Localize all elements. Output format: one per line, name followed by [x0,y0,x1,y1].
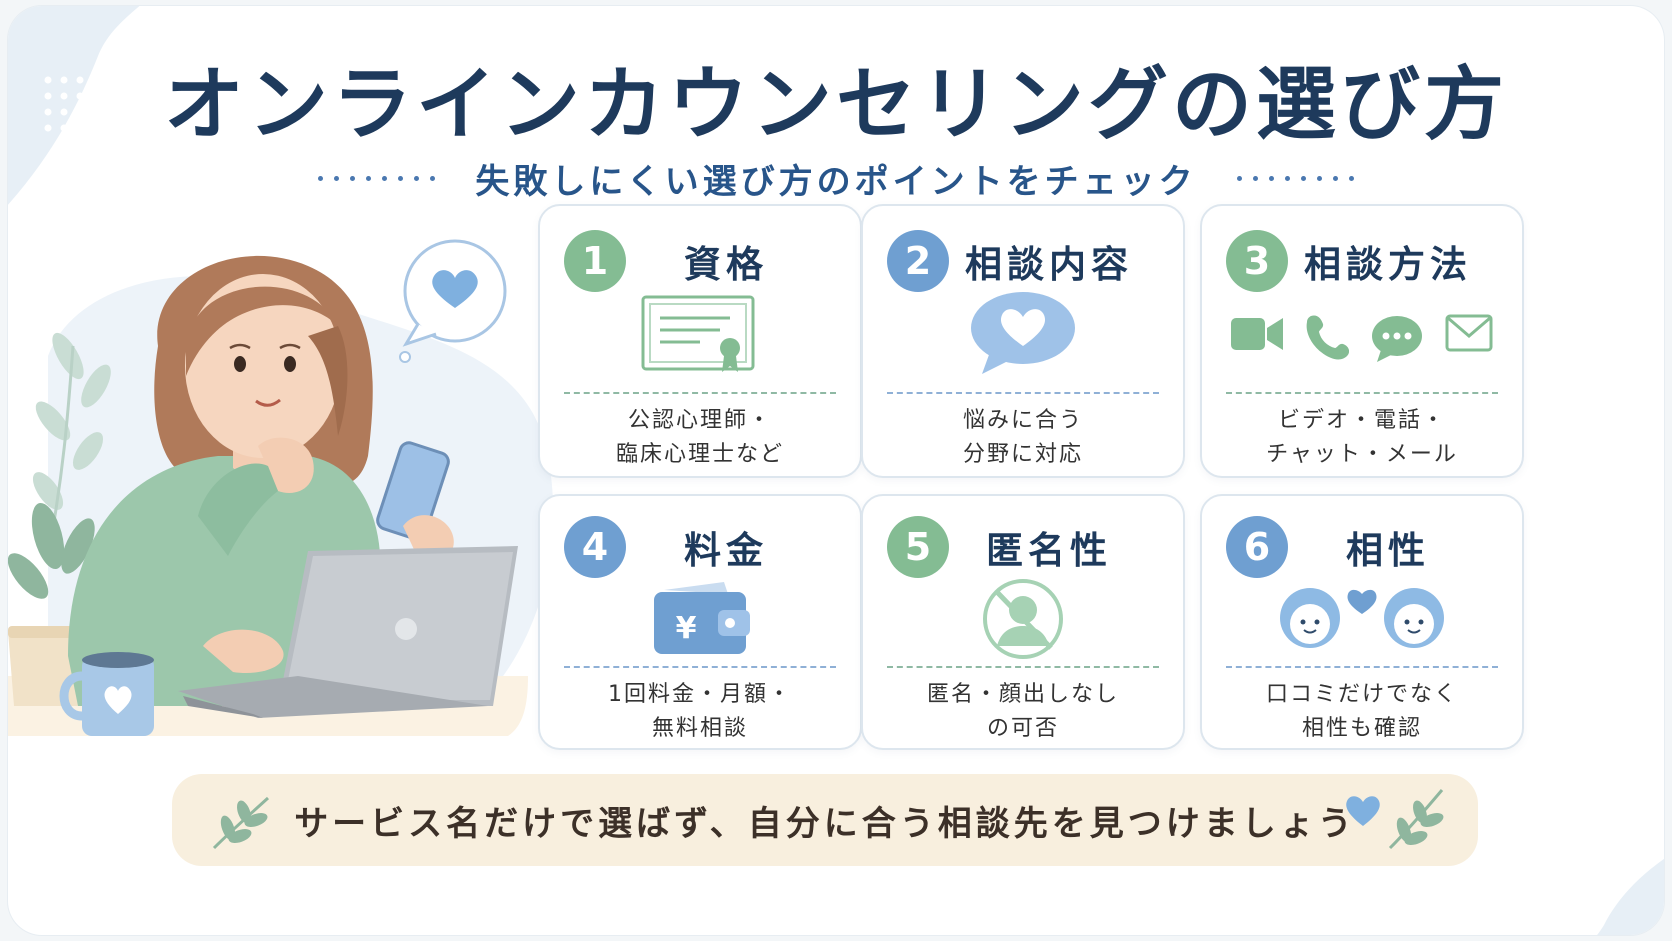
card-title: 相性 [1346,529,1430,572]
anonymous-person-icon [863,578,1183,660]
card-separator [1226,392,1498,394]
page-subtitle: 失敗しにくい選び方のポイントをチェック [475,162,1197,202]
card-description-line: 臨床心理士など [615,442,784,467]
card-header: 1 資格 [564,230,850,292]
card-title: 匿名性 [986,529,1112,572]
card-number-badge: 5 [887,516,949,578]
card-number-badge: 6 [1226,516,1288,578]
yen-wallet-icon: ¥ [540,580,860,656]
phone-icon [1306,315,1349,360]
card-separator [564,392,836,394]
banner-message: サービス名だけで選ばず、自分に合う相談先を見つけましょう [294,803,1356,844]
woman-with-phone-and-laptop-illustration [8,239,554,736]
leaf-sprig-icon [1388,789,1444,850]
point-card-qualification: 1 資格 公認心理師・ 臨床心理士など [538,204,862,478]
card-header: 3 相談方法 [1226,230,1512,292]
heart-speech-bubble-icon [863,290,1183,376]
card-description-line: チャット・メール [1266,442,1458,467]
bottom-banner: サービス名だけで選ばず、自分に合う相談先を見つけましょう [172,774,1478,866]
decorative-blob-top-left [8,6,140,205]
card-number-badge: 3 [1226,230,1288,292]
contact-methods-icons [1202,314,1522,362]
card-description: 悩みに合う 分野に対応 [863,404,1183,472]
card-separator [1226,666,1498,668]
point-card-consultation-method: 3 相談方法 ビデオ・電話・ チャット・メール [1200,204,1524,478]
card-description: 1回料金・月額・ 無料相談 [540,678,860,746]
card-number-badge: 4 [564,516,626,578]
card-title: 料金 [684,529,768,572]
card-header: 5 匿名性 [887,516,1173,578]
page-title: オンラインカウンセリングの選び方 [164,58,1508,151]
card-description: ビデオ・電話・ チャット・メール [1202,404,1522,472]
subtitle-row: 失敗しにくい選び方のポイントをチェック [8,154,1664,203]
card-header: 6 相性 [1226,516,1512,578]
card-number-badge: 1 [564,230,626,292]
decorative-dots [44,76,84,132]
card-description-line: 匿名・顔出しなし [926,682,1119,707]
leaf-sprig-icon [212,796,270,850]
point-card-consultation-topic: 2 相談内容 悩みに合う 分野に対応 [861,204,1185,478]
card-description-line: 分野に対応 [962,442,1083,467]
card-description: 匿名・顔出しなし の可否 [863,678,1183,746]
card-description: 公認心理師・ 臨床心理士など [540,404,860,472]
chat-bubble-icon [1372,316,1422,362]
card-header: 2 相談内容 [887,230,1173,292]
card-description-line: 1回料金・月額・ [608,682,792,707]
card-description-line: 口コミだけでなく [1265,682,1458,707]
card-separator [564,666,836,668]
svg-text:¥: ¥ [676,611,697,646]
point-card-anonymity: 5 匿名性 匿名・顔出しなし の可否 [861,494,1185,750]
card-title: 相談方法 [1304,243,1472,286]
point-card-fee: 4 料金 ¥ 1回料金・月額・ 無料相談 [538,494,862,750]
heart-icon [1346,796,1380,826]
point-card-compatibility: 6 相性 口コミだけでなく 相性も確認 [1200,494,1524,750]
mail-icon [1445,314,1493,352]
card-description-line: 公認心理師・ [627,408,772,433]
decorative-blob-bottom-right [1596,858,1664,935]
card-title: 資格 [684,243,768,286]
card-description-line: 相性も確認 [1301,716,1422,741]
card-title: 相談内容 [965,243,1133,286]
subtitle-dotline-right [1236,176,1354,181]
card-separator [887,666,1159,668]
card-header: 4 料金 [564,516,850,578]
card-description-line: の可否 [986,716,1059,741]
card-description-line: ビデオ・電話・ [1277,408,1446,433]
subtitle-dotline-left [318,176,436,181]
card-separator [887,392,1159,394]
card-description-line: 悩みに合う [962,408,1083,433]
certificate-icon [540,294,860,376]
card-number-badge: 2 [887,230,949,292]
card-description: 口コミだけでなく 相性も確認 [1202,678,1522,746]
two-faces-heart-icon [1202,584,1522,650]
infographic-page: オンラインカウンセリングの選び方 失敗しにくい選び方のポイントをチェック [8,6,1664,935]
card-description-line: 無料相談 [651,716,748,741]
video-camera-icon [1231,318,1283,350]
